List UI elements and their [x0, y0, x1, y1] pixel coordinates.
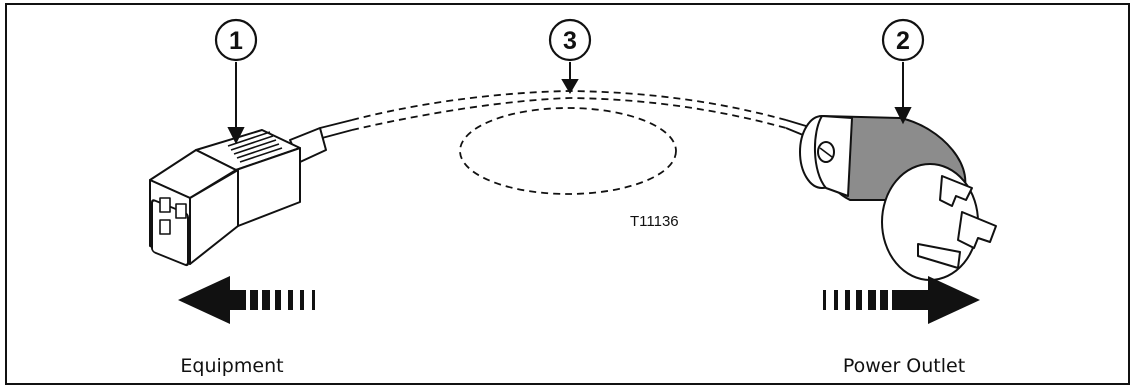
callout-1: 1 [214, 18, 258, 62]
callout-2: 2 [881, 18, 925, 62]
cord-coil-loop [459, 107, 677, 195]
cord [351, 90, 787, 195]
locking-twist-plug-icon [799, 115, 997, 281]
callout-3: 3 [548, 18, 592, 62]
arrow-left-icon [178, 276, 315, 324]
figure-id: T11136 [630, 213, 679, 230]
equipment-label: Equipment [180, 355, 283, 377]
power-outlet-label: Power Outlet [843, 355, 965, 377]
arrow-right-icon [823, 276, 980, 324]
callout-leaders [227, 62, 912, 145]
callout-1-label: 1 [229, 27, 243, 55]
cord-stub-left [319, 119, 353, 139]
iec-c19-connector-icon [149, 127, 327, 267]
callout-3-label: 3 [563, 27, 577, 55]
callout-2-label: 2 [896, 27, 910, 55]
